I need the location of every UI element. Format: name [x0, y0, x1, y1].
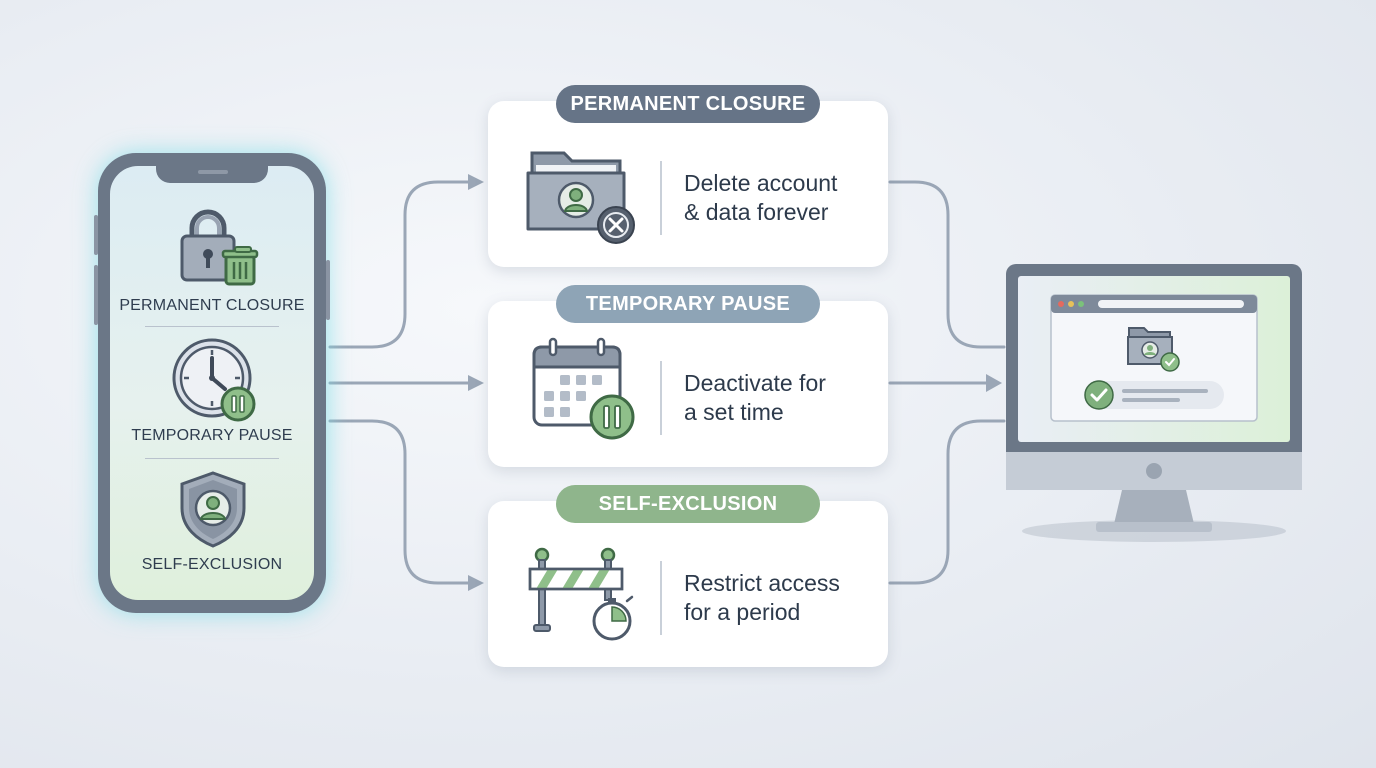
shield-user-icon [180, 471, 246, 548]
arrowhead-monitor [986, 374, 1002, 392]
clock-pause-icon [172, 338, 256, 422]
card-description-line: Restrict access [684, 570, 840, 596]
phone-item-label-permanent-closure: PERMANENT CLOSURE [119, 297, 305, 314]
card-divider [660, 361, 662, 435]
card-description: Delete account & data forever [684, 169, 874, 227]
card-title-temporary-pause: TEMPORARY PAUSE [556, 285, 820, 323]
success-status-bar [1084, 380, 1224, 410]
card-description-line: for a period [684, 599, 801, 625]
connector-closure-to-monitor [888, 180, 1006, 349]
connector-exclusion-to-monitor [888, 419, 1006, 585]
arrowhead-closure [468, 174, 484, 190]
phone-item-label-self-exclusion: SELF-EXCLUSION [141, 556, 283, 573]
barrier-stopwatch-icon [528, 547, 634, 641]
phone-item-label-temporary-pause: TEMPORARY PAUSE [131, 427, 293, 444]
option-card-self-exclusion: Restrict access for a period [488, 501, 888, 667]
card-divider [660, 561, 662, 635]
phone-speaker [198, 170, 228, 174]
card-description: Restrict access for a period [684, 569, 874, 627]
phone-divider [145, 458, 279, 459]
phone-side-button [94, 265, 98, 325]
calendar-pause-icon [532, 337, 635, 440]
connector-phone-to-closure [328, 180, 472, 349]
phone-side-button [94, 215, 98, 255]
option-card-temporary-pause: Deactivate for a set time [488, 301, 888, 467]
arrowhead-exclusion [468, 575, 484, 591]
card-description: Deactivate for a set time [684, 369, 874, 427]
phone-side-button [326, 260, 330, 320]
card-description-line: a set time [684, 399, 784, 425]
card-divider [660, 161, 662, 235]
folder-user-delete-icon [526, 151, 635, 244]
folder-user-check-icon [1127, 327, 1180, 372]
option-card-permanent-closure: Delete account & data forever [488, 101, 888, 267]
card-description-line: Delete account [684, 170, 838, 196]
lock-trash-icon [180, 209, 259, 286]
card-description-line: & data forever [684, 199, 829, 225]
card-title-self-exclusion: SELF-EXCLUSION [556, 485, 820, 523]
arrowhead-pause [468, 375, 484, 391]
phone-divider [145, 326, 279, 327]
phone-notch [156, 165, 268, 183]
card-description-line: Deactivate for [684, 370, 826, 396]
card-title-permanent-closure: PERMANENT CLOSURE [556, 85, 820, 123]
connector-phone-to-exclusion [328, 419, 472, 585]
